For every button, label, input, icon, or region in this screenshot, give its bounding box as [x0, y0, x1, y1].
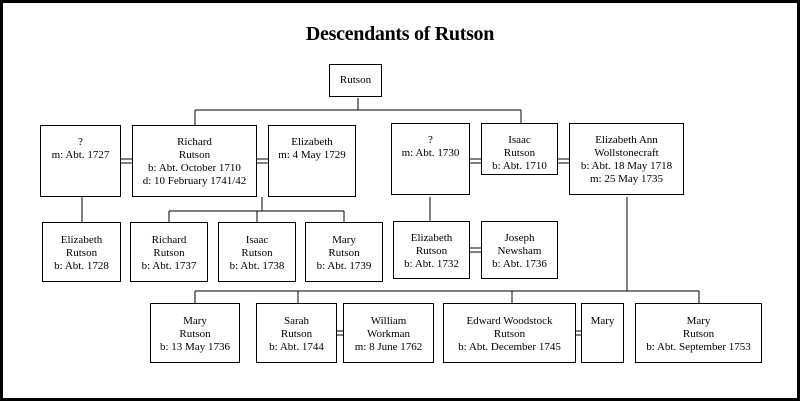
- person-line: Rutson: [65, 247, 98, 259]
- person-line: b: Abt. 1739: [316, 260, 372, 272]
- person-line: Elizabeth: [410, 232, 453, 244]
- person-line: b: 13 May 1736: [160, 341, 230, 353]
- person-line: Newsham: [497, 245, 542, 257]
- person-line: Elizabeth: [291, 136, 333, 148]
- person-line: Rutson: [280, 328, 313, 340]
- person-line: Rutson: [153, 247, 185, 259]
- person-line: d: 10 February 1741/42: [142, 175, 247, 187]
- person-box-mary-spouse: Mary: [581, 303, 624, 363]
- person-line: Mary: [183, 315, 207, 327]
- person-line: b: Abt. December 1745: [458, 341, 561, 353]
- person-line: Elizabeth Ann: [595, 134, 658, 146]
- person-line: b: Abt. 1744: [269, 341, 324, 353]
- person-line: Rutson: [493, 328, 526, 340]
- person-line: b: Abt. 1710: [492, 160, 547, 172]
- person-box-william-workman: William Workman m: 8 June 1762: [343, 303, 434, 363]
- chart-title: Descendants of Rutson: [305, 23, 495, 45]
- person-line: Rutson: [178, 149, 211, 161]
- connector-lines: [81, 98, 700, 336]
- person-line: Sarah: [283, 315, 310, 327]
- person-line: Mary: [590, 315, 615, 327]
- person-box-isaac-rutson-1738: Isaac Rutson b: Abt. 1738: [218, 222, 296, 282]
- person-line: m: 25 May 1735: [589, 173, 664, 185]
- person-line: m: 8 June 1762: [354, 341, 423, 353]
- person-box-richard-rutson: Richard Rutson b: Abt. October 1710 d: 1…: [132, 125, 257, 197]
- person-box-edward-woodstock-rutson: Edward Woodstock Rutson b: Abt. December…: [443, 303, 576, 363]
- person-box-elizabeth-rutson-1728: Elizabeth Rutson b: Abt. 1728: [42, 222, 121, 282]
- person-line: Rutson: [682, 328, 715, 340]
- person-line: Richard: [177, 136, 212, 148]
- person-box-richard-rutson-1737: Richard Rutson b: Abt. 1737: [130, 222, 208, 282]
- person-line: Isaac: [245, 234, 269, 246]
- person-line: Rutson: [503, 147, 536, 159]
- person-line: ?: [78, 136, 83, 148]
- person-line: b: Abt. October 1710: [148, 162, 241, 174]
- person-line: Richard: [151, 234, 187, 246]
- person-line: Wollstonecraft: [594, 147, 659, 159]
- person-line: b: Abt. 1737: [141, 260, 197, 272]
- person-box-elizabeth-ann-wollstonecraft: Elizabeth Ann Wollstonecraft b: Abt. 18 …: [569, 123, 684, 195]
- person-box-mary-rutson-1753: Mary Rutson b: Abt. September 1753: [635, 303, 762, 363]
- person-box-joseph-newsham: Joseph Newsham b: Abt. 1736: [481, 221, 558, 279]
- person-line: Isaac: [508, 134, 531, 146]
- person-line: Rutson: [339, 74, 372, 86]
- person-box-elizabeth: Elizabeth m: 4 May 1729: [268, 125, 356, 197]
- person-line: Rutson: [241, 247, 273, 259]
- person-line: Mary: [686, 315, 711, 327]
- person-line: ?: [428, 134, 433, 146]
- person-line: m: Abt. 1730: [401, 147, 460, 159]
- person-line: William: [370, 315, 407, 327]
- person-box-spouse-unknown-2: ? m: Abt. 1730: [391, 123, 470, 195]
- person-line: b: Abt. 1736: [492, 258, 547, 270]
- person-line: Workman: [366, 328, 411, 340]
- person-line: m: 4 May 1729: [278, 149, 346, 161]
- person-line: b: Abt. 1732: [404, 258, 459, 270]
- person-box-rutson: Rutson: [329, 64, 382, 97]
- person-line: Rutson: [415, 245, 448, 257]
- person-box-mary-rutson-1739: Mary Rutson b: Abt. 1739: [305, 222, 383, 282]
- person-line: Rutson: [179, 328, 211, 340]
- person-line: b: Abt. 18 May 1718: [580, 160, 673, 172]
- person-line: b: Abt. 1728: [54, 260, 109, 272]
- person-line: b: Abt. September 1753: [646, 341, 751, 353]
- person-line: m: Abt. 1727: [51, 149, 110, 161]
- person-box-spouse-unknown-1: ? m: Abt. 1727: [40, 125, 121, 197]
- person-box-sarah-rutson: Sarah Rutson b: Abt. 1744: [256, 303, 337, 363]
- person-box-elizabeth-rutson-1732: Elizabeth Rutson b: Abt. 1732: [393, 221, 470, 279]
- person-box-isaac-rutson: Isaac Rutson b: Abt. 1710: [481, 123, 558, 175]
- person-line: b: Abt. 1738: [229, 260, 285, 272]
- person-line: Elizabeth: [60, 234, 103, 246]
- person-line: Edward Woodstock: [466, 315, 553, 327]
- person-box-mary-rutson-1736: Mary Rutson b: 13 May 1736: [150, 303, 240, 363]
- person-line: Rutson: [328, 247, 360, 259]
- person-line: Joseph: [504, 232, 535, 244]
- person-line: Mary: [332, 234, 356, 246]
